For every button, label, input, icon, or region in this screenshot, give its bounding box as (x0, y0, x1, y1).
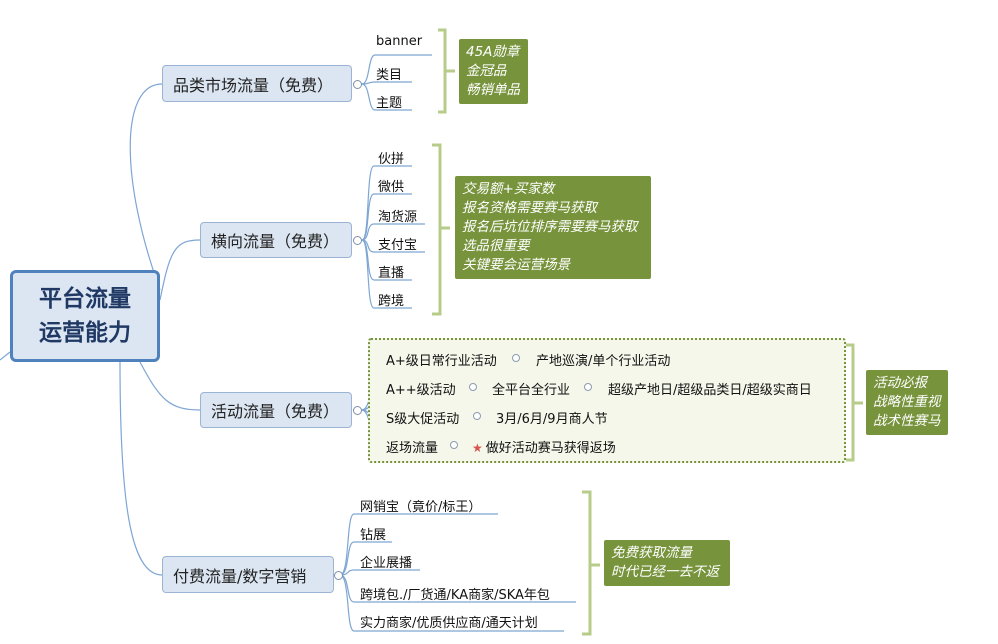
branch-horizontal-traffic[interactable]: 横向流量（免费） (200, 222, 352, 258)
central-topic-line1: 平台流量 (39, 286, 131, 312)
note-line: 关键要会运营场景 (462, 257, 570, 273)
leaf-taohuoyuan[interactable]: 淘货源 (378, 210, 418, 225)
activity-row-s[interactable]: S级大促活动 (386, 412, 460, 427)
note-line: 时代已经一去不返 (611, 564, 719, 580)
activity-group-boundary (368, 338, 846, 463)
leaf-wangxiaobao[interactable]: 网销宝（竟价/标王） (360, 500, 482, 515)
activity-detail[interactable]: 超级产地日/超级品类日/超级实商日 (608, 383, 812, 398)
leaf-enterprise-showcase[interactable]: 企业展播 (360, 556, 413, 571)
note-line: 报名资格需要赛马获取 (462, 200, 597, 216)
note-line: 报名后坑位排序需要赛马获取 (462, 219, 638, 235)
branch-category-traffic[interactable]: 品类市场流量（免费） (162, 65, 352, 102)
collapse-toggle-icon[interactable] (512, 354, 520, 362)
leaf-theme[interactable]: 主题 (376, 96, 403, 111)
leaf-alipay[interactable]: 支付宝 (378, 238, 418, 253)
collapse-toggle-icon[interactable] (469, 383, 477, 391)
note-paid[interactable]: 免费获取流量 时代已经一去不返 (604, 540, 730, 586)
collapse-toggle-icon[interactable] (473, 412, 481, 420)
note-line: 免费获取流量 (611, 545, 692, 561)
collapse-toggle-icon[interactable] (450, 441, 458, 449)
activity-detail-text: 做好活动赛马获得返场 (485, 441, 616, 456)
note-line: 交易额+买家数 (462, 181, 555, 197)
note-line: 战略性重视 (873, 394, 941, 410)
branch-activity-label: 活动流量（免费） (211, 402, 340, 421)
leaf-weigong[interactable]: 微供 (378, 180, 405, 195)
activity-detail[interactable]: 产地巡演/单个行业活动 (536, 354, 671, 369)
leaf-zuanzhan[interactable]: 钻展 (360, 528, 387, 543)
collapse-toggle-icon[interactable] (353, 80, 362, 89)
leaf-banner[interactable]: banner (376, 34, 423, 49)
leaf-strength-merchant[interactable]: 实力商家/优质供应商/通天计划 (360, 616, 538, 631)
activity-detail-return[interactable]: ★做好活动赛马获得返场 (472, 437, 616, 456)
branch-horizontal-label: 横向流量（免费） (211, 232, 340, 251)
branch-category-label: 品类市场流量（免费） (173, 75, 334, 95)
note-line: 战术性赛马 (873, 413, 941, 429)
note-line: 活动必报 (873, 375, 927, 391)
collapse-toggle-icon[interactable] (353, 406, 362, 415)
leaf-live[interactable]: 直播 (378, 266, 405, 281)
note-line: 45A勋章 (466, 44, 520, 60)
branch-paid-traffic[interactable]: 付费流量/数字营销 (162, 556, 334, 593)
leaf-huopin[interactable]: 伙拼 (378, 152, 405, 167)
activity-detail[interactable]: 全平台全行业 (492, 383, 571, 398)
branch-paid-label: 付费流量/数字营销 (173, 566, 307, 586)
leaf-crossborder-package[interactable]: 跨境包./厂货通/KA商家/SKA年包 (360, 588, 550, 603)
note-horizontal[interactable]: 交易额+买家数 报名资格需要赛马获取 报名后坑位排序需要赛马获取 选品很重要 关… (455, 176, 651, 279)
activity-row-a-plus[interactable]: A+级日常行业活动 (386, 354, 497, 369)
collapse-toggle-icon[interactable] (584, 383, 592, 391)
activity-detail[interactable]: 3月/6月/9月商人节 (496, 412, 608, 427)
activity-row-return[interactable]: 返场流量 (386, 441, 439, 456)
note-line: 选品很重要 (462, 238, 530, 254)
activity-row-a-plus-plus[interactable]: A++级活动 (386, 383, 456, 398)
note-line: 畅销单品 (466, 82, 520, 98)
note-line: 金冠品 (466, 63, 507, 79)
collapse-toggle-icon[interactable] (334, 571, 343, 580)
leaf-category[interactable]: 类目 (376, 68, 403, 83)
collapse-toggle-icon[interactable] (353, 236, 362, 245)
central-topic-line2: 运营能力 (39, 320, 131, 346)
note-category[interactable]: 45A勋章 金冠品 畅销单品 (459, 39, 528, 104)
leaf-crossborder[interactable]: 跨境 (378, 294, 405, 309)
note-activity[interactable]: 活动必报 战略性重视 战术性赛马 (866, 370, 948, 435)
branch-activity-traffic[interactable]: 活动流量（免费） (200, 392, 352, 428)
star-icon: ★ (472, 441, 483, 455)
central-topic[interactable]: 平台流量 运营能力 (10, 270, 160, 362)
